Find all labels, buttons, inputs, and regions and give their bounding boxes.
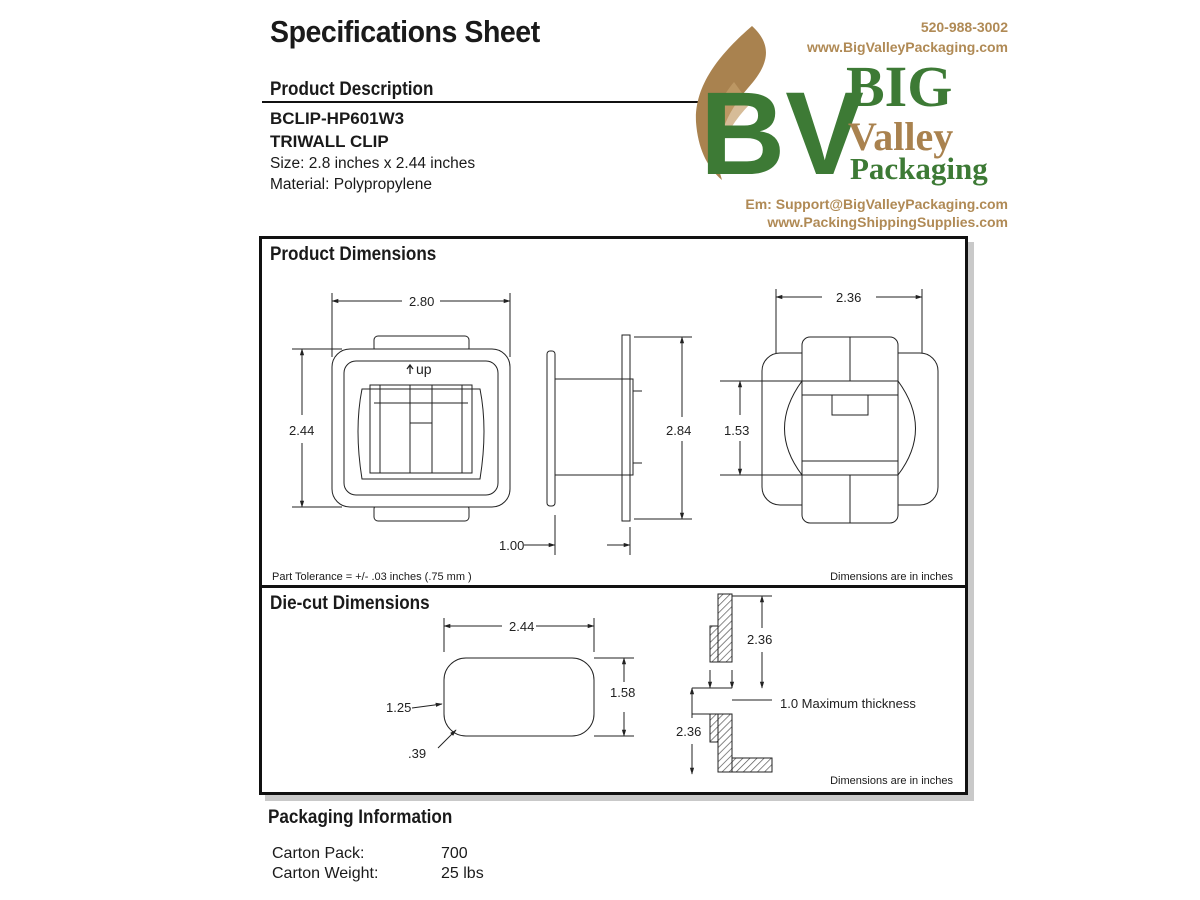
up-label: up [416,361,432,377]
logo-monogram: BV [700,68,864,194]
product-description-heading: Product Description [270,79,434,100]
product-material: Material: Polypropylene [270,176,432,193]
carton-weight-label: Carton Weight: [272,865,379,882]
back-height-label: 1.53 [724,423,749,438]
contact-website[interactable]: www.BigValleyPackaging.com [807,39,1008,55]
diecut-drawing: 2.44 1.58 1.25 .39 2.36 1.0 Maximum thic… [386,593,916,775]
back-width-label: 2.36 [836,290,861,305]
diecut-lower-length-label: 2.36 [676,724,701,739]
contact-website-2[interactable]: www.PackingShippingSupplies.com [767,214,1008,230]
diecut-dimensions-panel: Die-cut Dimensions [259,585,968,795]
diecut-upper-length-label: 2.36 [747,632,772,647]
front-width-label: 2.80 [409,294,434,309]
product-size: Size: 2.8 inches x 2.44 inches [270,155,476,172]
side-height-label: 2.84 [666,423,691,438]
diecut-thickness-label: 1.0 Maximum thickness [780,696,916,711]
up-arrow-icon [406,363,414,374]
logo-word-packaging: Packaging [850,151,988,186]
diecut-radius-label: .39 [408,746,426,761]
product-sku: BCLIP-HP601W3 [270,109,405,128]
logo-word-big: BIG [846,54,953,119]
contact-email[interactable]: Em: Support@BigValleyPackaging.com [745,196,1008,212]
diecut-dimensions-heading: Die-cut Dimensions [270,593,430,614]
side-depth-label: 1.00 [499,538,524,553]
contact-phone: 520-988-3002 [920,19,1008,35]
tolerance-note: Part Tolerance = +/- .03 inches (.75 mm … [272,571,472,583]
page-title: Specifications Sheet [270,14,540,49]
product-dimensions-drawing: up 2.80 2.44 2.84 1.00 2.36 1.53 [289,289,939,555]
product-dimensions-heading: Product Dimensions [270,244,437,265]
diecut-side-label: 1.25 [386,700,411,715]
diecut-units-note: Dimensions are in inches [830,775,953,787]
product-dimensions-panel: Product Dimensions [259,236,968,588]
diecut-width-label: 2.44 [509,619,534,634]
logo-word-valley: Valley [848,114,954,159]
section-divider [262,101,702,103]
product-name: TRIWALL CLIP [270,132,389,151]
diecut-height-label: 1.58 [610,685,635,700]
packaging-heading: Packaging Information [268,807,453,828]
front-height-label: 2.44 [289,423,314,438]
carton-weight-value: 25 lbs [441,865,484,882]
company-logo: BV [682,22,1012,200]
product-units-note: Dimensions are in inches [830,571,953,583]
carton-pack-value: 700 [441,845,468,862]
carton-pack-label: Carton Pack: [272,845,365,862]
